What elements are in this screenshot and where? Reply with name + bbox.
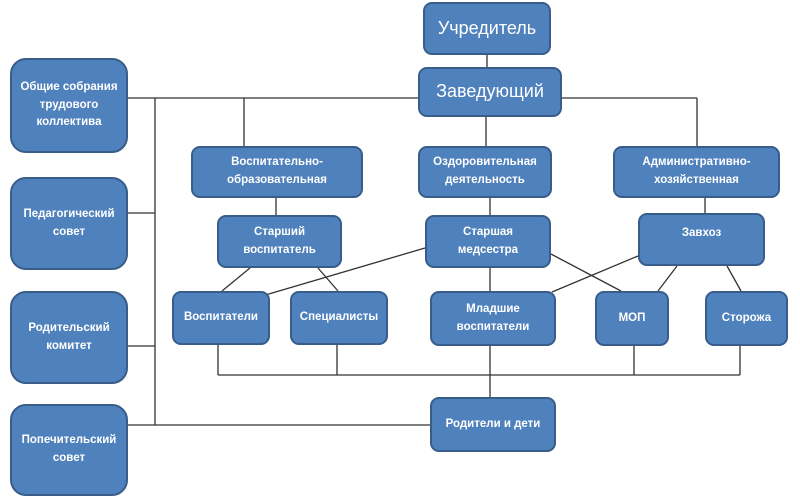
administrative-box: Административно-хозяйственная <box>613 146 780 198</box>
specialists-box: Специалисты <box>290 291 388 345</box>
head-box: Заведующий <box>418 67 562 117</box>
connector <box>317 267 339 292</box>
mop-box: МОП <box>595 291 669 346</box>
senior-educator-box: Старший воспитатель <box>217 215 342 268</box>
supply-manager-box: Завхоз <box>638 213 765 266</box>
parent-committee-box: Родительский комитет <box>10 291 128 384</box>
connector <box>726 265 742 292</box>
connector <box>221 267 251 292</box>
connector <box>550 253 622 292</box>
founder-box: Учредитель <box>423 2 551 55</box>
connector <box>261 247 426 297</box>
senior-nurse-box: Старшая медсестра <box>425 215 551 268</box>
parents-children-box: Родители и дети <box>430 397 556 452</box>
connector <box>551 255 639 293</box>
general-meeting-box: Общие собрания трудового коллектива <box>10 58 128 153</box>
connector <box>657 265 678 292</box>
educators-box: Воспитатели <box>172 291 270 345</box>
board-of-trustees-box: Попечительский совет <box>10 404 128 496</box>
health-box: Оздоровительная деятельность <box>418 146 552 198</box>
guards-box: Сторожа <box>705 291 788 346</box>
educational-box: Воспитательно-образовательная <box>191 146 363 198</box>
pedagogical-council-box: Педагогический совет <box>10 177 128 270</box>
junior-educators-box: Младшие воспитатели <box>430 291 556 346</box>
